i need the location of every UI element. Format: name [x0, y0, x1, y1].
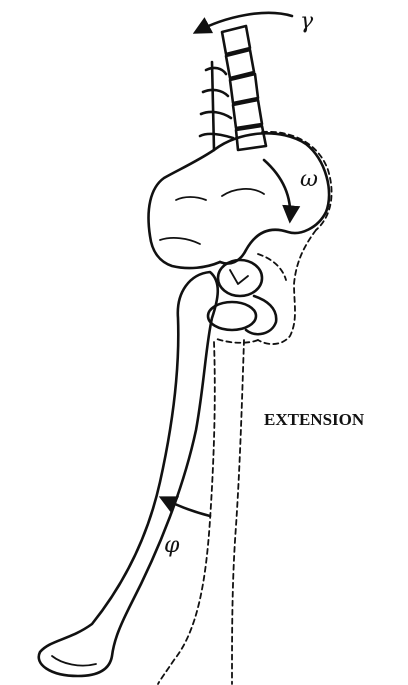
phi-rotation-arrow: [162, 498, 210, 516]
omega-rotation-arrow: [264, 160, 290, 220]
pelvis-outline: [149, 133, 330, 268]
omega-label: ω: [300, 167, 318, 192]
motion-label: EXTENSION: [264, 410, 365, 429]
gamma-label: γ: [300, 9, 314, 34]
pelvis-rotated-outline: [214, 132, 332, 344]
gamma-rotation-arrow: [196, 13, 292, 32]
spinous-processes: [200, 62, 233, 150]
phi-label: φ: [164, 533, 180, 558]
lumbar-spine: [222, 26, 266, 150]
femur-outline: [39, 272, 218, 676]
